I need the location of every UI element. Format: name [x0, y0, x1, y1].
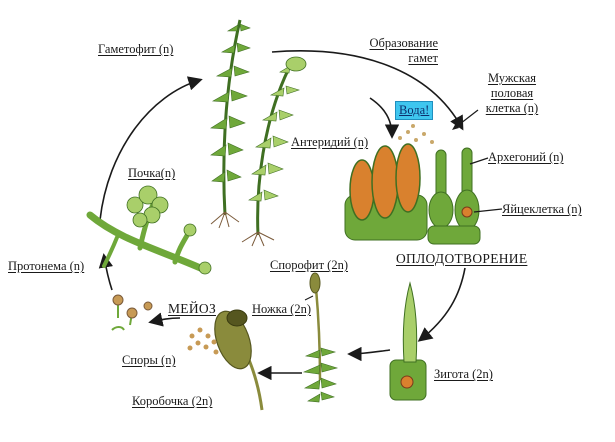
antheridia	[344, 124, 434, 241]
male-cell-pointer-head	[452, 123, 459, 130]
protonema-label: Протонема (n)	[8, 259, 85, 273]
stalk-label: Ножка (2n)	[252, 302, 311, 316]
arrow-zygote-to-sporophyte	[347, 346, 391, 362]
capsule	[187, 309, 264, 411]
arrow-spores-to-protonema	[98, 253, 113, 291]
water-badge: Вода!	[395, 101, 434, 120]
archegonia	[427, 147, 481, 245]
male-cell-pointer	[455, 109, 479, 128]
male-cell-label-line3: клетка (n)	[485, 101, 539, 115]
egg-cell-label: Яйцеклетка (n)	[502, 202, 582, 216]
gametophyte-label: Гаметофит (n)	[98, 42, 174, 56]
arrow-fertilization-to-zygote	[417, 267, 466, 342]
arrow-to-antheridium	[369, 97, 400, 139]
spores-germinating	[111, 294, 153, 331]
gametophyte-plants	[210, 19, 307, 247]
egg-pointer	[473, 208, 503, 213]
archegonium-pointer	[469, 157, 489, 165]
antheridium-label: Антеридий (n)	[291, 135, 369, 149]
arrow-gametophyte-to-gametes	[271, 50, 464, 131]
sporophyte	[302, 272, 339, 403]
gamete-formation-label-line1: Образование	[369, 36, 438, 50]
capsule-label: Коробочка (2n)	[132, 394, 213, 408]
arrow-protonema-to-gametophyte	[99, 76, 203, 221]
zygote	[389, 281, 427, 401]
spores-label: Споры (n)	[122, 353, 176, 367]
male-cell-label-line2: половая	[490, 86, 534, 100]
male-cell-label-line1: Мужская	[487, 71, 537, 85]
sporophyte-label: Спорофит (2n)	[270, 258, 348, 272]
arrow-meiosis-to-spores	[148, 312, 181, 327]
archegonium-label: Архегоний (n)	[488, 150, 564, 164]
gamete-formation-label-line2: гамет	[408, 51, 438, 65]
bud-label: Почка(n)	[128, 166, 176, 180]
zygote-label: Зигота (2n)	[434, 367, 493, 381]
meiosis-label: МЕЙОЗ	[168, 301, 217, 316]
fertilization-label: ОПЛОДОТВОРЕНИЕ	[396, 251, 528, 266]
protonema-with-bud	[86, 185, 212, 275]
cycle-arrows	[98, 50, 466, 381]
